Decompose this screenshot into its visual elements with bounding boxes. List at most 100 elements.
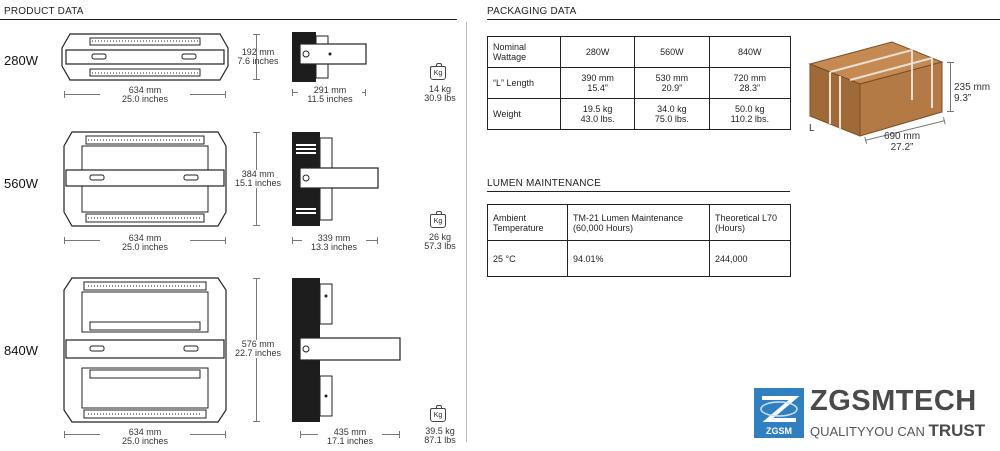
depth-dim-560w: 339 mm 13.3 inches <box>302 234 366 252</box>
packaging-header-rule <box>487 19 1000 20</box>
tagline-you-can: YOU CAN <box>865 424 929 439</box>
table-row: Ambient Temperature TM-21 Lumen Maintena… <box>487 204 791 241</box>
length-label: “L” Length <box>487 67 561 99</box>
brand-name: ZGSMTECH <box>810 385 977 417</box>
height-in-280w: 7.6 inches <box>237 56 279 66</box>
lumen-header-cell: TM-21 Lumen Maintenance (60,000 Hours) <box>567 204 710 241</box>
box-height-dim-line <box>947 62 954 112</box>
weight-lbs-840w: 87.1 lbs <box>424 435 456 445</box>
product-header-rule <box>0 19 457 20</box>
weight-icon: Kg <box>430 405 446 422</box>
depth-in-560w: 13.3 inches <box>310 242 358 252</box>
length-in: 15.4” <box>587 83 608 93</box>
brand-tagline: QUALITYYOU CAN TRUST <box>810 421 985 441</box>
weight-lbs-560w: 57.3 lbs <box>424 241 456 251</box>
lumen-value-cell: 244,000 <box>709 240 791 277</box>
depth-dim-840w: 435 mm 17.1 inches <box>318 428 382 446</box>
box-height-mm: 235 mm <box>954 82 991 93</box>
section-divider <box>466 22 467 442</box>
box-width-mm: 690 mm <box>883 131 921 142</box>
box-width-dim: 690 mm 27.2” <box>870 131 934 153</box>
packaging-col-840w: 840W <box>708 36 792 68</box>
length-in: 20.9” <box>661 83 683 93</box>
fixture-front-560w <box>63 131 227 227</box>
length-mm: 530 mm <box>655 73 689 83</box>
weight-kg-840w: 39.5 kg <box>425 426 455 436</box>
product-data-header: PRODUCT DATA <box>4 6 84 17</box>
weight-icon: Kg <box>430 211 446 228</box>
weight-kg-560w: 26 kg <box>428 232 452 242</box>
box-height-dim: 235 mm 9.3” <box>954 82 990 104</box>
wattage-label-840w: 840W <box>4 343 38 358</box>
weight-560w: 26 kg 57.3 lbs <box>414 233 466 251</box>
zgsm-logo-icon: ZGSM <box>754 388 804 438</box>
packaging-col-280w: 280W <box>559 36 636 68</box>
lumen-header-cell: Ambient Temperature <box>487 204 568 241</box>
height-mm-280w: 192 mm <box>241 47 275 57</box>
length-mm: 720 mm <box>733 73 767 83</box>
width-mm-280w: 634 mm <box>128 85 162 95</box>
table-row: 25 °C 94.01% 244,000 <box>487 240 791 277</box>
fixture-side-840w <box>292 278 401 422</box>
fixture-side-280w <box>292 32 367 82</box>
wattage-label-560w: 560W <box>4 176 38 191</box>
width-in-280w: 25.0 inches <box>121 94 169 104</box>
packaging-data-header: PACKAGING DATA <box>487 6 577 17</box>
height-dim-line-280w <box>253 34 260 80</box>
weight-lbs-280w: 30.9 lbs <box>424 93 456 103</box>
packaging-col-header: Nominal Wattage <box>487 36 561 68</box>
box-height-in: 9.3” <box>954 93 972 104</box>
lumen-value-cell: 94.01% <box>567 240 710 277</box>
weight-840w: 39.5 kg 87.1 lbs <box>414 427 466 445</box>
depth-mm-840w: 435 mm <box>333 427 367 437</box>
fixture-side-560w <box>292 132 379 226</box>
weight-kg: 34.0 kg <box>657 104 687 114</box>
logo-badge-text: ZGSM <box>766 426 792 436</box>
depth-dim-280w: 291 mm 11.5 inches <box>298 86 362 104</box>
width-in-560w: 25.0 inches <box>121 242 169 252</box>
lumen-maintenance-header: LUMEN MAINTENANCE <box>487 178 601 189</box>
width-in-840w: 25.0 inches <box>121 436 169 446</box>
height-in-840w: 22.7 inches <box>234 348 282 358</box>
packaging-table: Nominal Wattage 280W 560W 840W “L” Lengt… <box>487 36 792 130</box>
fixture-front-840w <box>63 277 227 423</box>
lumen-header-rule <box>487 191 790 192</box>
wattage-label-280w: 280W <box>4 53 38 68</box>
height-dim-840w: 576 mm 22.7 inches <box>232 340 284 358</box>
weight-label: Weight <box>487 98 561 130</box>
box-width-in: 27.2” <box>890 142 914 153</box>
lumen-value-cell: 25 °C <box>487 240 568 277</box>
weight-kg: 19.5 kg <box>582 104 613 114</box>
height-mm-840w: 576 mm <box>241 339 275 349</box>
tagline-quality: QUALITY <box>810 424 866 439</box>
depth-in-280w: 11.5 inches <box>307 94 353 104</box>
fixture-front-280w <box>61 33 229 81</box>
depth-in-840w: 17.1 inches <box>326 436 374 446</box>
length-in: 28.3” <box>739 83 761 93</box>
table-row: Nominal Wattage 280W 560W 840W <box>487 36 792 68</box>
packaging-col-560w: 560W <box>634 36 710 68</box>
length-mm: 390 mm <box>581 73 614 83</box>
height-dim-560w: 384 mm 15.1 inches <box>232 170 284 188</box>
depth-mm-560w: 339 mm <box>317 233 351 243</box>
height-dim-280w: 192 mm 7.6 inches <box>232 48 284 66</box>
tagline-trust: TRUST <box>928 421 986 440</box>
weight-280w: 14 kg 30.9 lbs <box>414 85 466 103</box>
box-length-label: L <box>809 123 815 134</box>
width-dim-560w: 634 mm 25.0 inches <box>100 234 190 252</box>
brand-logo: ZGSM <box>754 388 804 438</box>
shipping-box-illustration <box>808 41 944 137</box>
weight-lbs: 110.2 lbs. <box>730 114 769 124</box>
lumen-header-cell: Theoretical L70 (Hours) <box>709 204 791 241</box>
lumen-table: Ambient Temperature TM-21 Lumen Maintena… <box>487 204 791 277</box>
width-dim-840w: 634 mm 25.0 inches <box>100 428 190 446</box>
depth-mm-280w: 291 mm <box>313 85 347 95</box>
weight-lbs: 75.0 lbs. <box>654 114 689 124</box>
